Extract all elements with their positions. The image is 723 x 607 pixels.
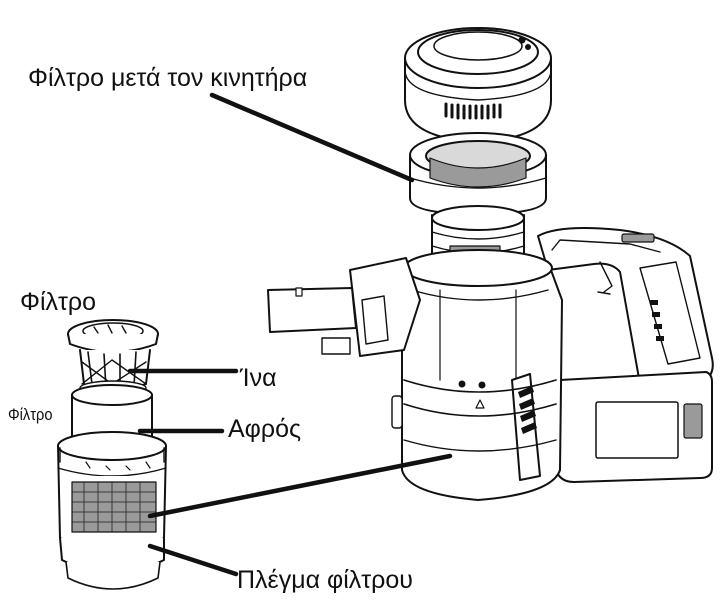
label-filter-top: Φίλτρο (20, 288, 97, 316)
label-filter-side: Φίλτρο (8, 405, 53, 424)
after-motor-filter-ring (409, 132, 547, 215)
label-fiber: Ίνα (240, 364, 277, 392)
handle (537, 227, 714, 385)
front-nozzle (267, 287, 357, 355)
label-filter-mesh: Πλέγμα φίλτρου (237, 566, 413, 594)
motor-cover (404, 27, 552, 147)
battery-pack (555, 371, 713, 483)
leader-lines (127, 92, 453, 577)
label-after-motor-filter: Φίλτρο μετά τον κινητήρα (28, 64, 308, 92)
filter-cap (67, 319, 159, 353)
label-foam: Αφρός (228, 415, 302, 443)
mesh-filter-base (57, 431, 167, 590)
main-body (349, 249, 563, 501)
